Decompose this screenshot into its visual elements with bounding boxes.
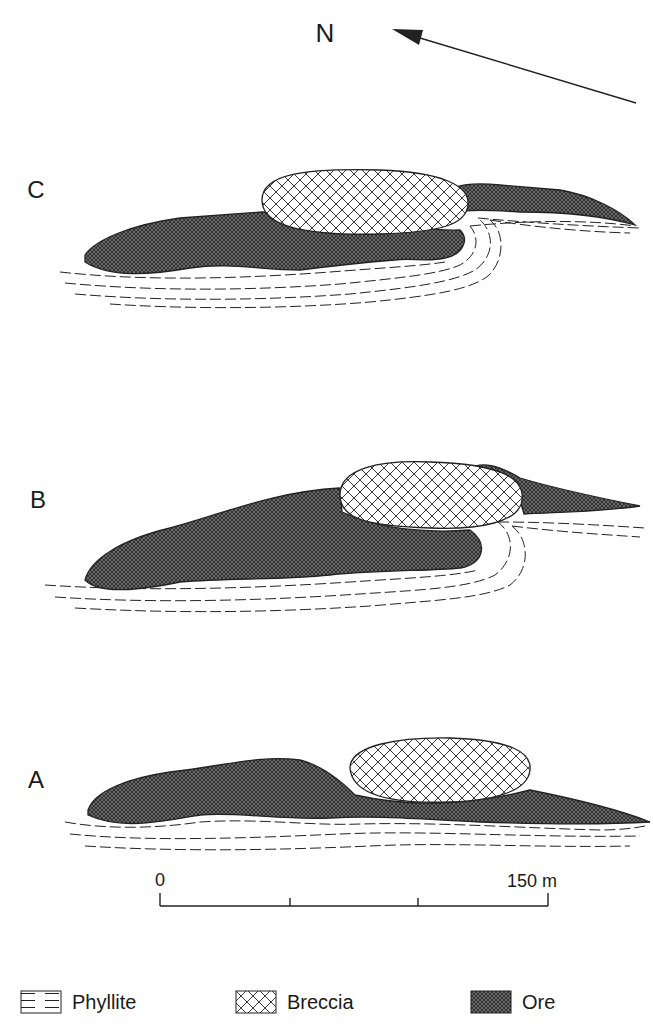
legend-item: Ore	[470, 990, 555, 1014]
legend-text: Breccia	[287, 991, 354, 1014]
north-label: N	[316, 20, 335, 46]
scale-number: 150 m	[507, 872, 557, 890]
legend-item: Phyllite	[20, 990, 136, 1014]
legend-item: Breccia	[235, 990, 354, 1014]
legend-text: Phyllite	[72, 991, 136, 1014]
phyllite-foliation	[45, 218, 645, 850]
legend-text: Ore	[522, 991, 555, 1014]
section-letter: A	[28, 768, 44, 792]
section-letter: C	[27, 178, 44, 202]
legend-swatch	[235, 990, 277, 1014]
legend-swatch	[20, 990, 62, 1014]
legend-swatch	[470, 990, 512, 1014]
scale-number: 0	[155, 871, 165, 889]
section-letter: B	[30, 488, 46, 512]
north-arrow	[392, 29, 636, 103]
breccia-body	[262, 170, 530, 803]
ore-body	[85, 184, 650, 824]
scale-bar	[160, 893, 548, 906]
